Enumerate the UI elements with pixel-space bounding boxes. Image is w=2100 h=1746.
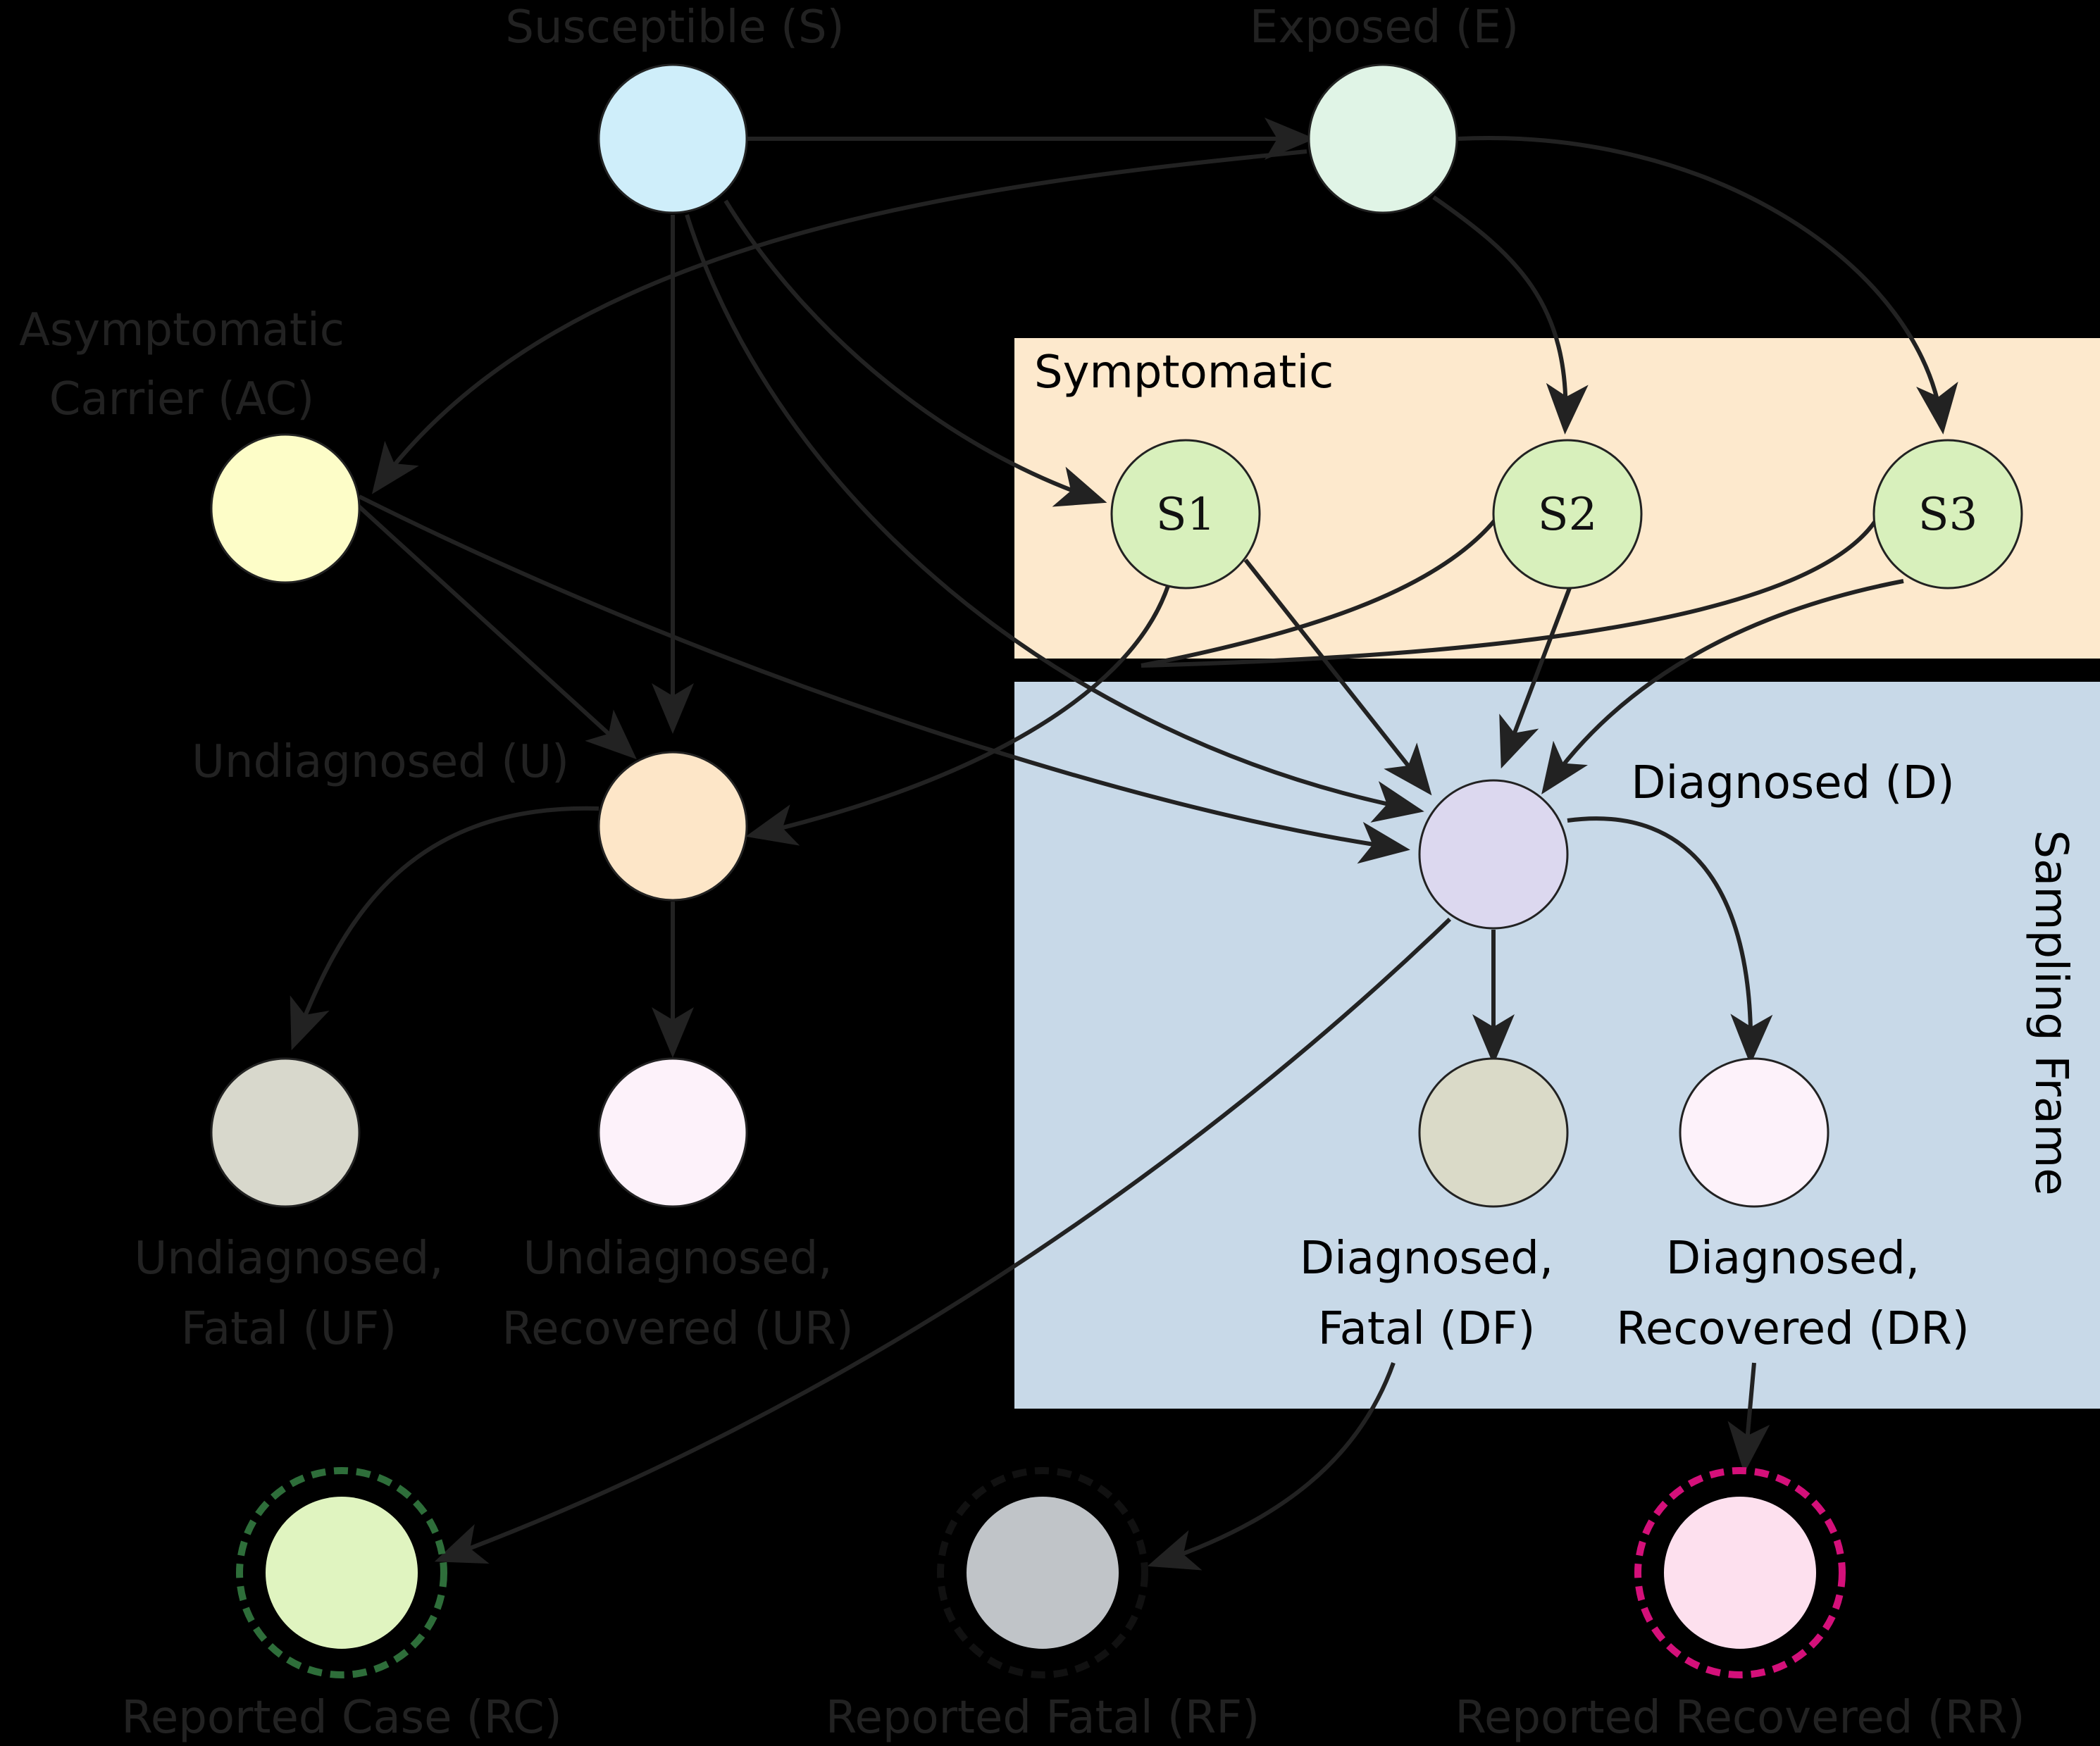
reported-recovered-label: Reported Recovered (RR) [1455,1692,2025,1744]
node-reported-case [266,1497,418,1649]
node-undiagnosed-recovered [597,1057,748,1208]
diagnosed-fatal-label-line2: Fatal (DF) [1318,1303,1536,1355]
edge-s1-to-d [1243,559,1432,796]
exposed-label: Exposed (E) [1250,1,1519,54]
node-diagnosed-fatal [1418,1057,1569,1208]
diagnosed-recovered-label-line2: Recovered (DR) [1616,1303,1970,1355]
diagnosed-recovered-label-line1: Diagnosed, [1666,1233,1920,1285]
edge-s3-to-d [1541,579,1904,794]
ring-reported-fatal [937,1467,1148,1678]
undiagnosed-fatal-label-line1: Undiagnosed, [134,1233,443,1285]
sampling-frame-region [1014,682,2100,1409]
node-diagnosed [1418,779,1569,930]
edge-e-to-s3 [1458,136,1958,435]
edge-s1-to-u [745,585,1170,846]
edge-d-to-dr [1567,816,1773,1065]
node-s1-label: S1 [1156,489,1216,541]
node-reported-fatal [967,1497,1119,1649]
edge-ac-to-d [358,494,1410,864]
node-asymptomatic-carrier [210,433,361,584]
undiagnosed-label: Undiagnosed (U) [192,736,569,788]
susceptible-label: Susceptible (S) [505,1,844,54]
edges [290,118,1958,1571]
undiagnosed-recovered-label-line2: Recovered (UR) [502,1303,853,1355]
diagnosed-label: Diagnosed (D) [1631,757,1955,809]
node-s3-label: S3 [1918,489,1978,541]
edge-u-to-uf [290,806,599,1051]
edge-dr-to-rr [1727,1362,1770,1473]
node-s3 [1872,439,2023,590]
edge-df-to-rf [1147,1361,1396,1571]
edge-ac-to-u [354,501,637,760]
reported-case-label: Reported Case (RC) [121,1692,561,1744]
node-undiagnosed-fatal [210,1057,361,1208]
asymptomatic-carrier-label-line1: Asymptomatic [19,304,344,356]
node-diagnosed-recovered [1679,1057,1829,1208]
edge-s3-to-frame [1141,520,1877,668]
edge-e-to-ac [371,149,1307,494]
asymptomatic-carrier-label-line2: Carrier (AC) [49,373,315,425]
sampling-frame-label: Sampling Frame [2025,830,2077,1195]
edge-s2-to-frame [1141,516,1499,668]
node-susceptible [597,63,748,214]
node-undiagnosed [597,751,748,902]
node-exposed [1307,63,1458,214]
edge-s-to-s1 [723,199,1107,507]
ring-reported-recovered [1634,1467,1846,1678]
symptomatic-label: Symptomatic [1034,347,1334,399]
edge-s-to-d [685,214,1424,823]
diagnosed-fatal-label-line1: Diagnosed, [1300,1233,1553,1285]
edge-s2-to-d [1499,587,1572,769]
undiagnosed-recovered-label-line1: Undiagnosed, [523,1233,832,1285]
node-s1 [1110,439,1261,590]
reported-fatal-label: Reported Fatal (RF) [826,1692,1260,1744]
undiagnosed-fatal-label-line2: Fatal (UF) [181,1303,397,1355]
node-reported-recovered [1664,1497,1816,1649]
edge-d-to-rc [434,917,1452,1564]
ring-reported-case [236,1467,447,1678]
node-s2-label: S2 [1538,489,1598,541]
node-s2 [1492,439,1643,590]
edge-e-to-s2 [1432,195,1589,435]
